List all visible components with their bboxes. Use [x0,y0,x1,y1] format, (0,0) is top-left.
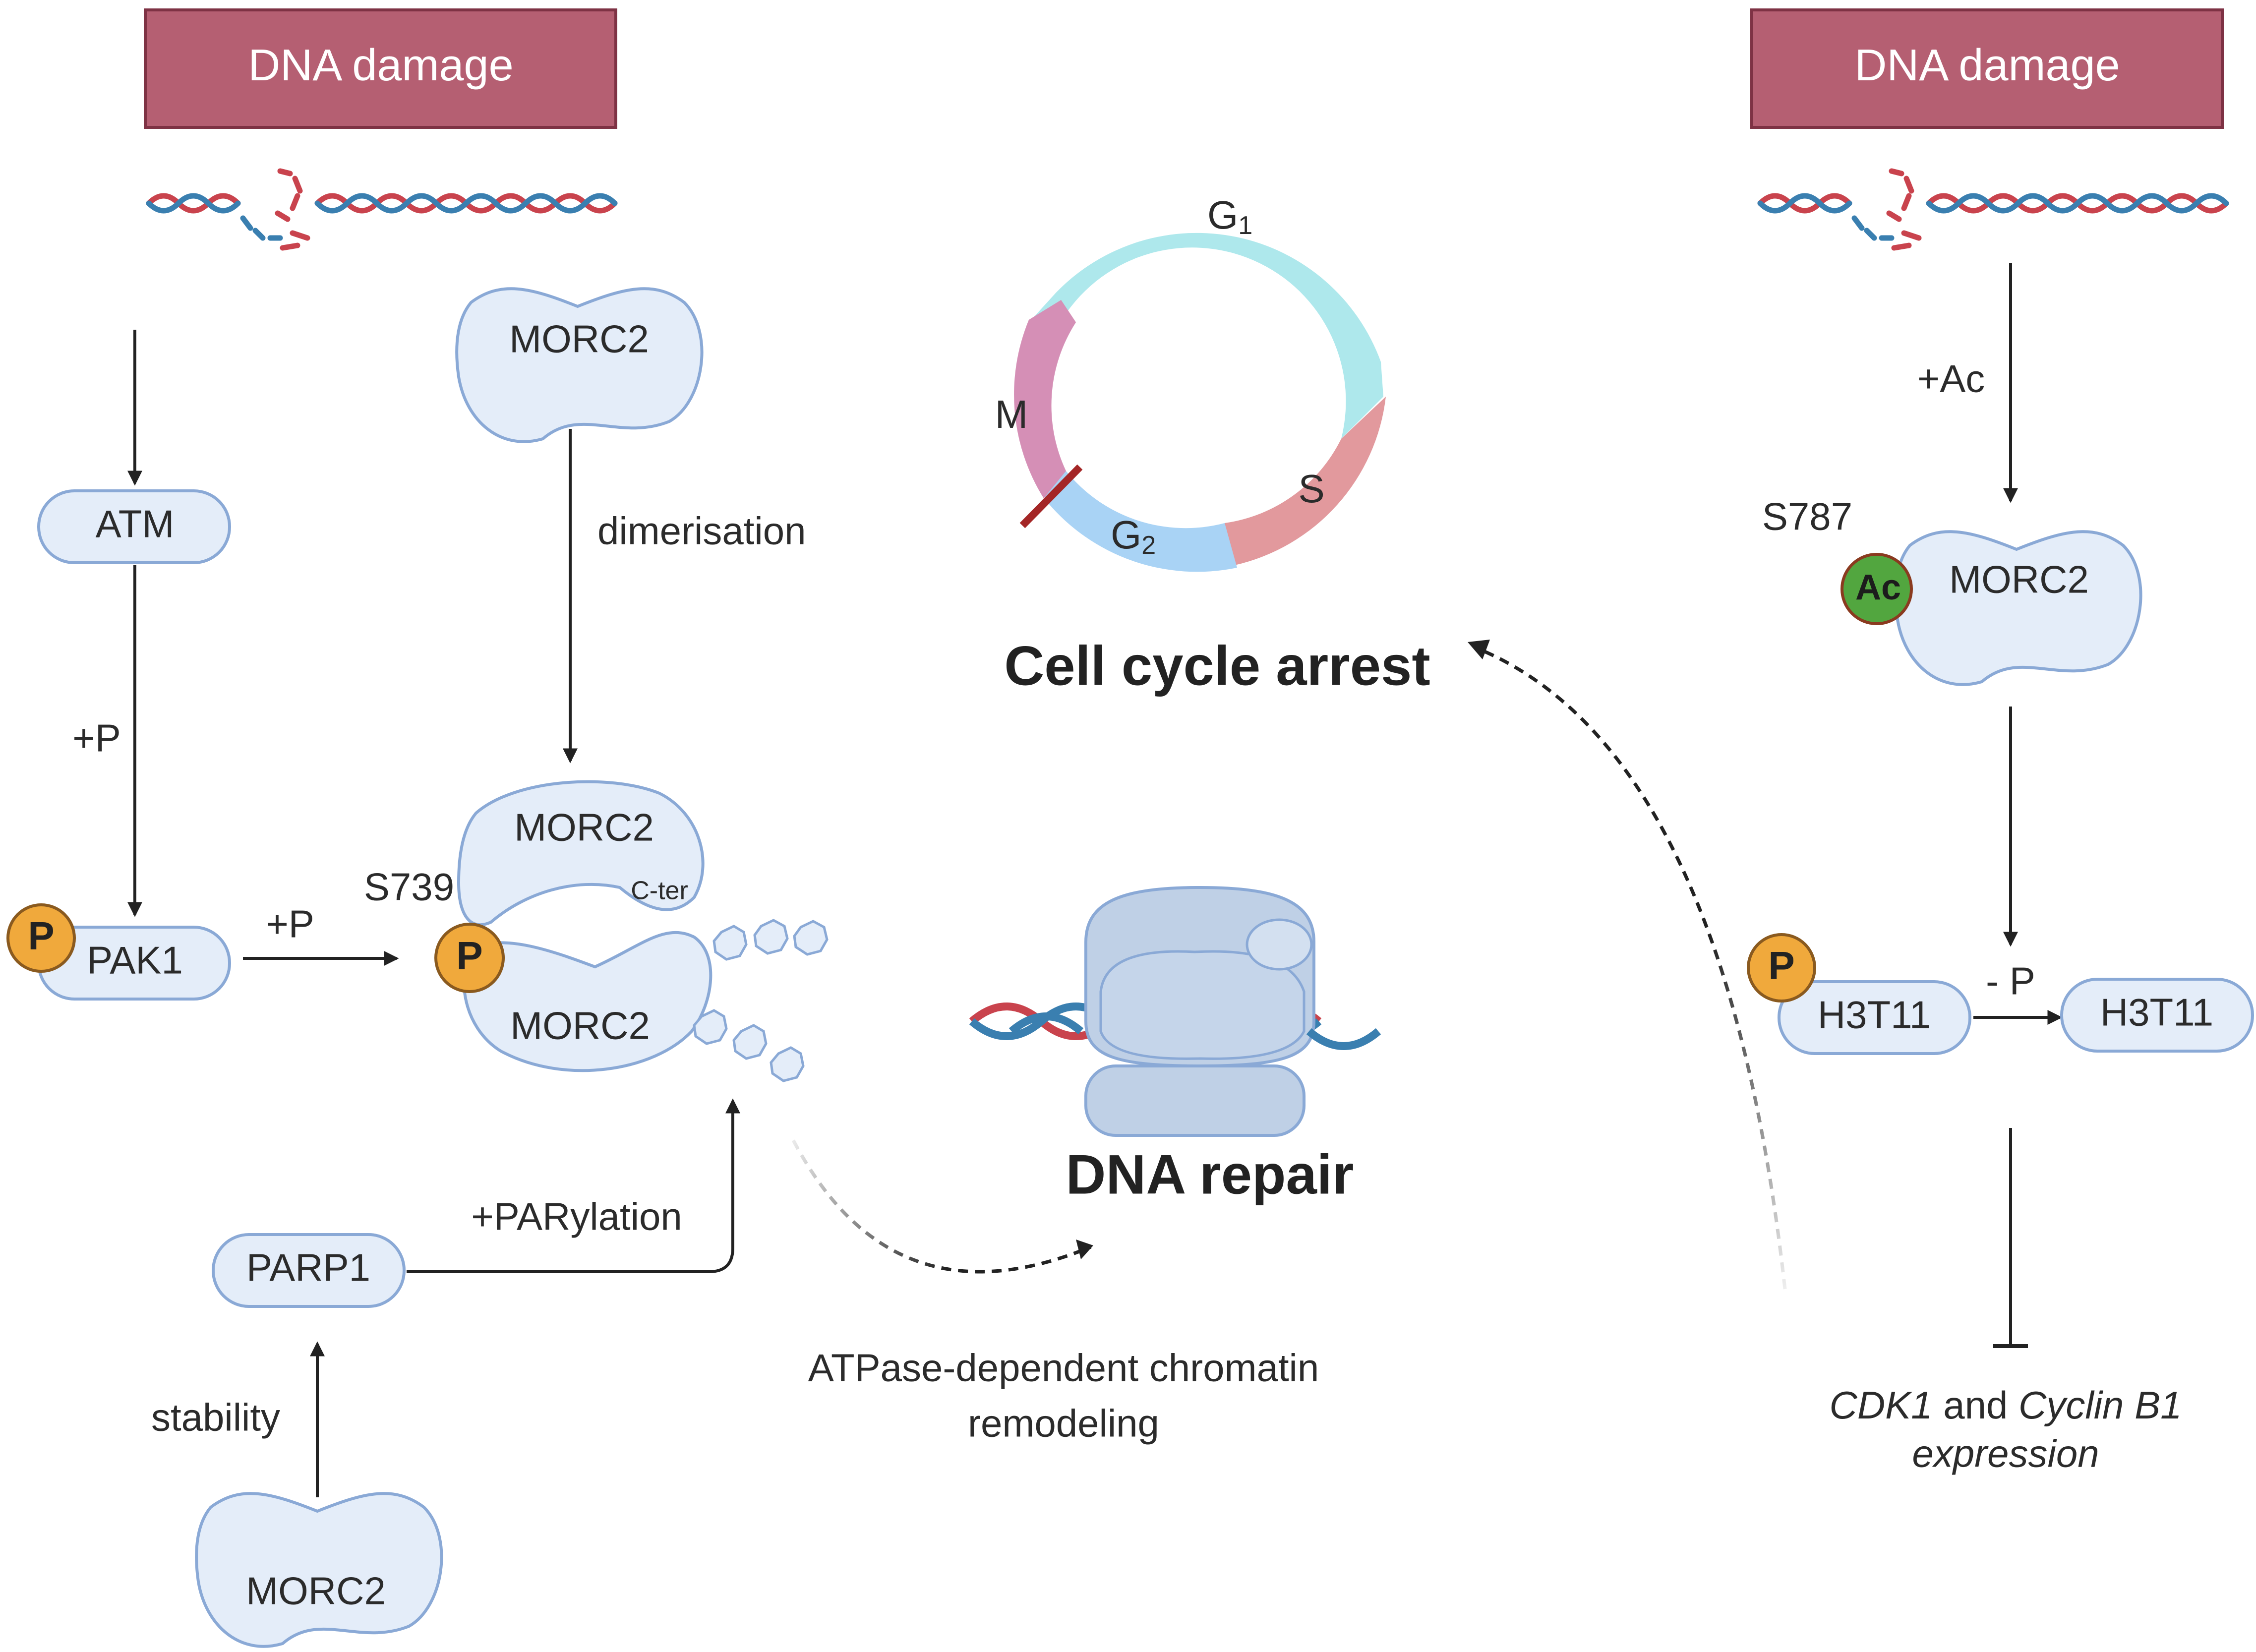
h3t11-left-label: H3T11 [1818,993,1931,1037]
c-terminus-label: C-ter [631,877,688,905]
target-expression-label: expression [1912,1432,2099,1475]
pak1-phosphorylation-label: +P [266,902,314,946]
dna-damage-label-left: DNA damage [248,41,513,90]
cycle-m-label: M [995,392,1028,436]
h3t11-phospho-badge [1747,933,1816,1003]
h3t11-right-label: H3T11 [2100,991,2213,1034]
acetylation-label: +Ac [1917,357,1985,401]
dna-repair-title: DNA repair [1066,1144,1354,1206]
cycle-arrest-bar [1019,464,1083,529]
broken-dna-icon-right [1757,168,2229,251]
cycle-g1-subscript: 1 [1238,211,1252,240]
cell-cycle-wheel: G1 S G2 M [995,193,1386,572]
dephosphorylation-label: - P [1986,959,2035,1003]
cycle-s-arc [1200,397,1386,565]
h3t11-phospho-letter: P [1768,944,1794,988]
cycle-g2-arc [1036,471,1237,572]
morc2-right-protein [1896,531,2140,684]
s787-site-label: S787 [1762,495,1852,538]
parylation-label: +PARylation [471,1195,682,1239]
acetyl-badge-label: Ac [1855,568,1901,607]
s739-site-label: S739 [364,865,454,909]
morc2-top-label: MORC2 [509,317,649,361]
atm-node [37,489,231,564]
dimerisation-label: dimerisation [597,509,806,553]
cycle-g1-arc [1031,233,1383,439]
pak1-label: PAK1 [87,939,183,982]
acetyl-badge [1840,553,1913,625]
arrow-to-cell-cycle-arrest [1479,648,1787,1290]
target-genes-line1: CDK1 and Cyclin B1 [1829,1383,2182,1427]
morc2-dimer-phospho-badge [434,923,505,993]
morc2-top-protein [457,289,702,441]
arrest-arrowhead [1468,640,1490,659]
target-and: and [1943,1383,2008,1427]
cyclin-b1-gene: Cyclin B1 [2019,1383,2182,1427]
arrow-remodeling-to-repair [791,1139,1092,1274]
par-chain-icon [693,919,829,1082]
cycle-m-arc [1014,300,1076,498]
remodeling-label-line1: ATPase-dependent chromatin [808,1346,1319,1390]
dna-damage-banner-right [1750,8,2224,129]
cycle-g2-label: G2 [1111,513,1156,560]
pak1-phospho-badge [6,903,76,973]
remodeling-label-line2: remodeling [968,1402,1159,1445]
cell-cycle-arrest-title: Cell cycle arrest [1004,635,1430,697]
parp1-node [212,1233,406,1308]
h3t11-phosphorylated-node [1778,980,1971,1055]
atm-phosphorylation-label: +P [72,716,121,760]
h3t11-node [2060,978,2254,1053]
morc2-dimer-phospho-letter: P [456,934,482,978]
arrow-parp1-to-morc2 [407,1098,740,1273]
morc2-dimer-upper [457,780,705,927]
morc2-dimer-lower [462,931,712,1072]
dna-repair-complex-icon [969,885,1381,1137]
dna-damage-label-right: DNA damage [1854,41,2120,90]
morc2-bottom-label: MORC2 [246,1569,386,1613]
atm-label: ATM [96,502,175,546]
stability-label: stability [151,1396,280,1439]
morc2-dimer-upper-label: MORC2 [514,806,654,849]
dna-damage-banner-left [144,8,617,129]
cycle-g1-label: G1 [1207,193,1252,240]
morc2-dimer-lower-label: MORC2 [510,1004,650,1048]
cdk1-gene: CDK1 [1829,1383,1932,1427]
remodeling-arrowhead [1076,1239,1093,1259]
broken-dna-icon-left [146,168,618,251]
parp1-label: PARP1 [246,1246,370,1290]
cycle-g2-letter: G [1111,513,1141,557]
pak1-phospho-letter: P [28,914,54,958]
cycle-g2-subscript: 2 [1141,531,1156,560]
cycle-s-label: S [1298,467,1324,511]
cycle-g1-letter: G [1207,193,1238,237]
morc2-right-label: MORC2 [1949,558,2089,601]
